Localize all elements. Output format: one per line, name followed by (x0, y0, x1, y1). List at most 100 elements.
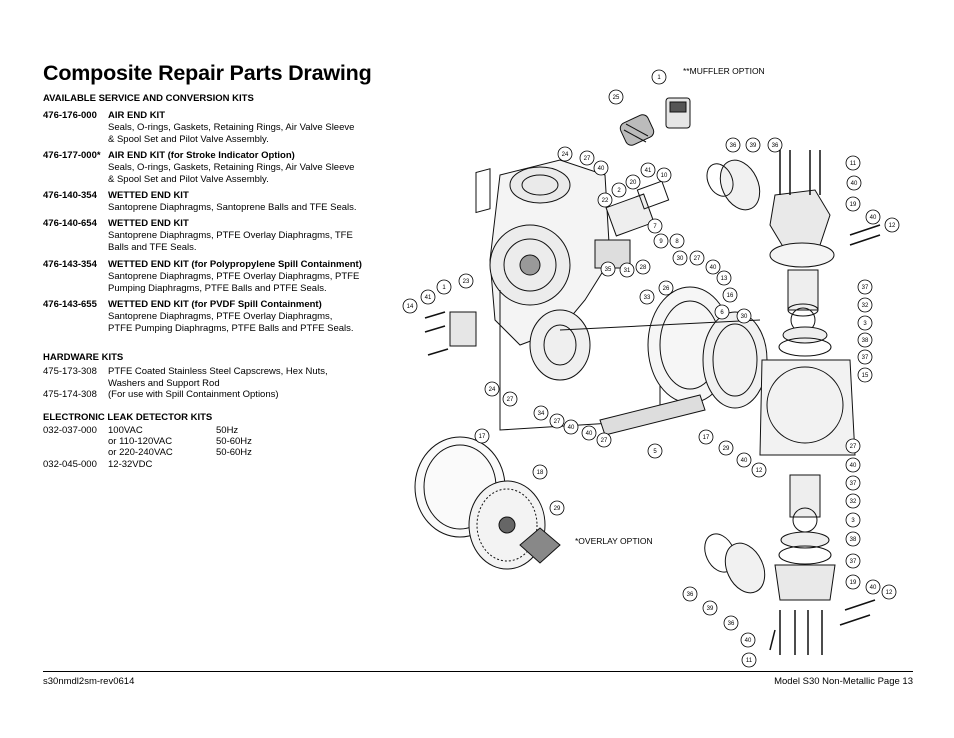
footer-divider (43, 671, 913, 672)
callout-number: 40 (710, 265, 717, 271)
callout-bubble (865, 579, 881, 595)
callout-bubble (723, 615, 739, 631)
kit-code: 476-143-655 (43, 299, 97, 310)
callout-bubble (647, 443, 663, 459)
callout-bubble (651, 69, 667, 85)
callout-bubble (845, 155, 861, 171)
callout-number: 13 (721, 276, 728, 282)
callout-number: 10 (661, 173, 668, 179)
callout-bubble (845, 196, 861, 212)
footer-page-label: Model S30 Non-Metallic Page 13 (774, 676, 913, 687)
callout-number: 39 (750, 143, 757, 149)
callout-bubble (672, 250, 688, 266)
hardware-item: 475-174-308 (For use with Spill Containm… (43, 389, 383, 401)
callout-number: 27 (554, 419, 561, 425)
eld-voltage: or 220-240VAC (108, 447, 173, 458)
overlay-option-note: *OVERLAY OPTION (575, 536, 653, 546)
callout-bubble (557, 146, 573, 162)
callout-number: 37 (850, 481, 857, 487)
callout-number: 32 (850, 499, 857, 505)
callout-number: 25 (613, 95, 620, 101)
callout-bubble (436, 279, 452, 295)
callout-bubble (736, 452, 752, 468)
callout-number: 36 (772, 143, 779, 149)
callout-number: 2 (617, 188, 621, 194)
callout-number: 27 (601, 438, 608, 444)
callout-bubble (857, 332, 873, 348)
callout-number: 8 (675, 239, 679, 245)
callout-number: 24 (489, 387, 496, 393)
callout-number: 41 (425, 295, 432, 301)
callout-number: 27 (507, 397, 514, 403)
callout-number: 35 (605, 267, 612, 273)
callout-number: 3 (851, 518, 855, 524)
callout-number: 36 (730, 143, 737, 149)
callout-number: 1 (442, 285, 446, 291)
callout-number: 32 (862, 303, 869, 309)
callout-number: 28 (640, 265, 647, 271)
kit-name: WETTED END KIT (108, 218, 189, 229)
callout-number: 38 (862, 338, 869, 344)
callout-bubble (581, 425, 597, 441)
callout-bubble (549, 413, 565, 429)
callout-bubble (533, 405, 549, 421)
callout-number: 24 (562, 152, 569, 158)
callout-number: 31 (624, 268, 631, 274)
hardware-item: 475-173-308 PTFE Coated Stainless Steel … (43, 366, 383, 390)
callout-bubble (639, 289, 655, 305)
callout-number: 40 (586, 431, 593, 437)
callout-number: 16 (727, 293, 734, 299)
callout-bubble (845, 475, 861, 491)
callout-bubble (484, 381, 500, 397)
callout-number: 36 (687, 592, 694, 598)
callout-number: 19 (850, 202, 857, 208)
callout-number: 12 (756, 468, 763, 474)
kit-name: AIR END KIT (for Stroke Indicator Option… (108, 150, 295, 161)
callout-bubble (596, 432, 612, 448)
callout-number: 30 (741, 314, 748, 320)
callout-number: 19 (850, 580, 857, 586)
kit-item: 476-140-354 WETTED END KIT Santoprene Di… (43, 190, 373, 214)
kit-description: Santoprene Diaphragms, Santoprene Balls … (108, 201, 357, 213)
callout-number: 37 (850, 559, 857, 565)
callout-bubble (725, 137, 741, 153)
callout-number: 41 (645, 168, 652, 174)
kit-item: 476-177-000* AIR END KIT (for Stroke Ind… (43, 150, 373, 185)
kit-name: WETTED END KIT (108, 190, 189, 201)
callout-number: 26 (663, 286, 670, 292)
callout-bubble (532, 464, 548, 480)
callout-bubble (736, 308, 752, 324)
kit-name: WETTED END KIT (for PVDF Spill Containme… (108, 299, 322, 310)
callout-bubble (705, 259, 721, 275)
callout-number: 40 (870, 585, 877, 591)
callout-number: 6 (720, 310, 724, 316)
callout-number: 17 (479, 434, 486, 440)
callout-bubble (845, 553, 861, 569)
kit-code: 476-140-654 (43, 218, 97, 229)
callout-bubble (597, 192, 613, 208)
callout-bubble (600, 261, 616, 277)
muffler-option-note: **MUFFLER OPTION (683, 66, 765, 76)
kit-description: Santoprene Diaphragms, PTFE Overlay Diap… (108, 270, 360, 294)
kit-item: 476-140-654 WETTED END KIT Santoprene Di… (43, 218, 373, 253)
callout-bubble (846, 175, 862, 191)
callout-bubble (857, 279, 873, 295)
callout-bubble (845, 438, 861, 454)
callout-bubble (658, 280, 674, 296)
callout-number: 39 (707, 606, 714, 612)
callout-bubble (845, 574, 861, 590)
eld-voltage: 12-32VDC (108, 459, 153, 470)
hardware-heading: HARDWARE KITS (43, 352, 124, 363)
kit-item: 476-176-000 AIR END KIT Seals, O-rings, … (43, 110, 373, 145)
callout-bubble (608, 89, 624, 105)
callout-bubble (656, 167, 672, 183)
callout-bubble (698, 429, 714, 445)
callout-number: 30 (677, 256, 684, 262)
eld-frequency: 50Hz (216, 425, 239, 436)
page-title: Composite Repair Parts Drawing (43, 61, 372, 85)
callout-bubble (857, 367, 873, 383)
callout-number: 12 (889, 223, 896, 229)
callout-number: 37 (862, 355, 869, 361)
kits-heading: AVAILABLE SERVICE AND CONVERSION KITS (43, 93, 254, 104)
callout-bubble (653, 233, 669, 249)
